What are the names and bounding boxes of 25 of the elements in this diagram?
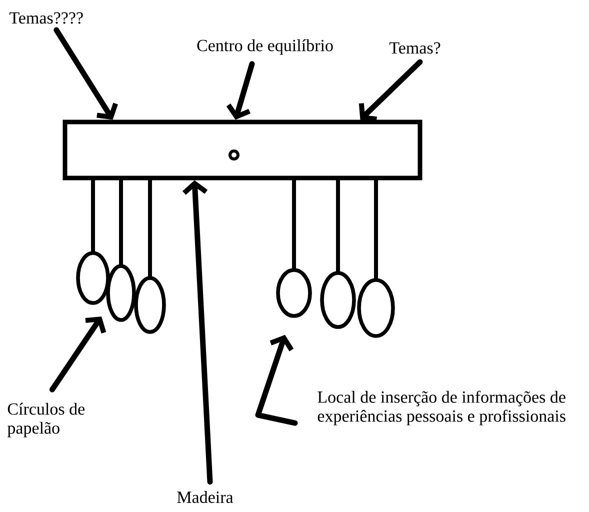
hanging-string	[119, 178, 123, 266]
hanging-string	[292, 178, 296, 270]
cardboard-circle	[276, 268, 312, 318]
label-text: Madeira	[177, 491, 234, 503]
arrow	[49, 316, 106, 392]
label-text: Local de inserção de informações de experiências pessoais e profissionais	[318, 390, 566, 426]
label-text: Círculos de papelão	[7, 402, 85, 438]
label-text: Temas????	[10, 12, 83, 24]
arrow	[54, 27, 118, 120]
cardboard-circle	[106, 264, 136, 322]
cardboard-circle	[357, 278, 395, 338]
arrow	[255, 334, 298, 426]
cardboard-circle	[134, 276, 166, 334]
arrow	[358, 59, 423, 122]
label-text: Centro de equilíbrio	[197, 39, 333, 55]
wooden-bar	[62, 120, 422, 180]
hanging-string	[148, 178, 152, 278]
hanging-string	[374, 178, 378, 280]
arrow	[226, 61, 255, 120]
hanging-string	[336, 178, 340, 274]
label-text: Temas?	[389, 42, 440, 54]
cardboard-circle	[76, 251, 110, 305]
hanging-string	[91, 178, 95, 254]
arrow	[182, 180, 213, 485]
cardboard-circle	[320, 271, 356, 329]
